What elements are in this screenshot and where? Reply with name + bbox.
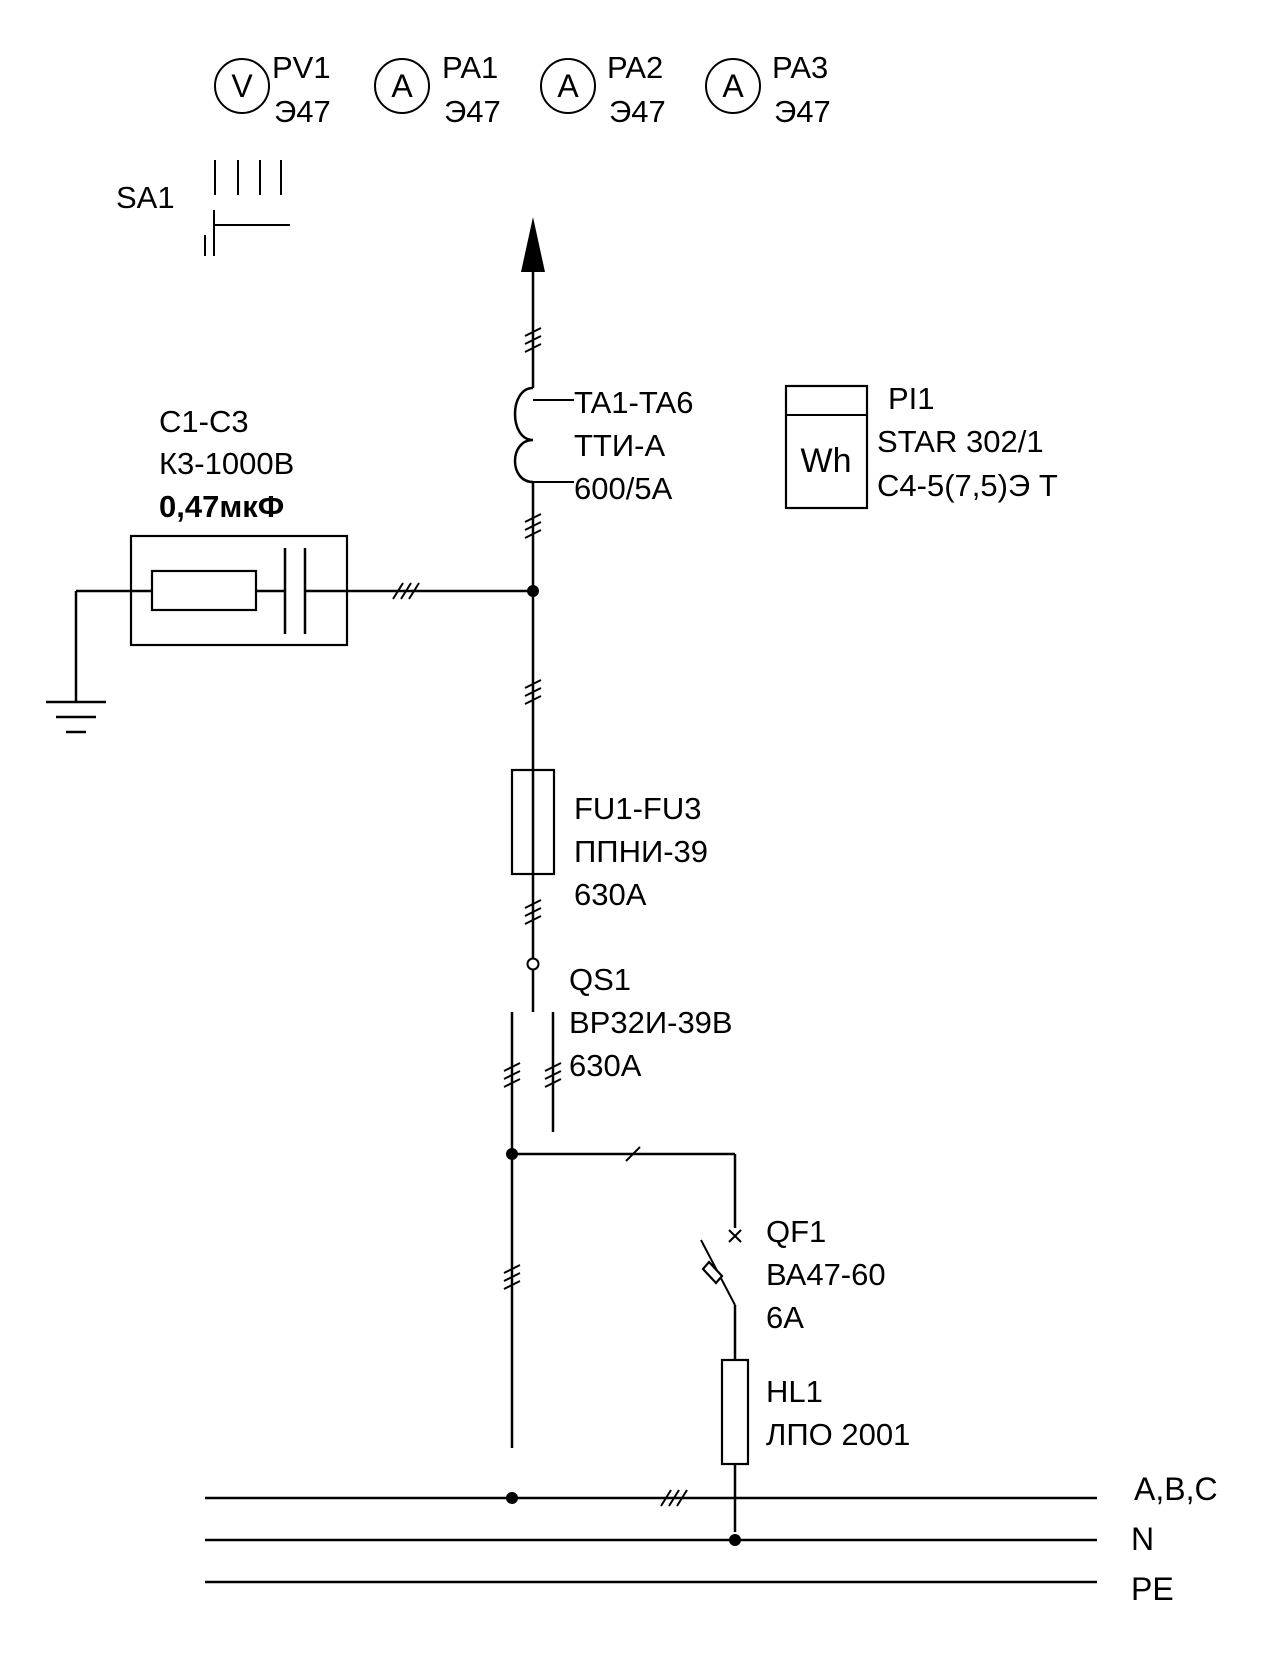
energy-meter-pi1: Wh PI1 STAR 302/1 С4-5(7,5)Э Т [784, 381, 1058, 510]
disconnector-type: ВР32И-39В [569, 1005, 733, 1040]
disconnector-contact-icon [526, 957, 540, 971]
voltmeter-icon [214, 58, 270, 114]
ammeter-type: Э47 [444, 94, 501, 129]
capacitor-type: К3-1000В [159, 446, 294, 481]
three-phase-marks [660, 1489, 688, 1507]
main-feeder [521, 217, 545, 958]
ammeter-type: Э47 [774, 94, 831, 129]
energy-meter-icon [784, 384, 869, 510]
indicator-branch [506, 1146, 737, 1228]
fuse-designation: FU1-FU3 [574, 791, 701, 826]
ammeter-icon [374, 58, 430, 114]
capacitor-value: 0,47мкФ [159, 489, 284, 524]
lamp-icon [720, 1358, 750, 1466]
disconnector-designation: QS1 [569, 962, 631, 997]
energy-meter-designation: PI1 [888, 381, 935, 416]
ammeter-designation: PA3 [772, 50, 828, 85]
feeder-arrow-icon [521, 217, 545, 272]
voltmeter-pv1: V PV1 Э47 [214, 50, 331, 129]
three-phase-marks [503, 1062, 562, 1290]
ammeter-symbol: A [722, 68, 744, 104]
disconnector-rating: 630А [569, 1048, 642, 1083]
three-phase-marks [392, 582, 420, 600]
ammeter-pa2: A PA2 Э47 [540, 50, 666, 129]
energy-meter-spec: С4-5(7,5)Э Т [877, 468, 1058, 503]
ct-type: ТТИ-А [574, 428, 665, 463]
ammeter-symbol: A [557, 68, 579, 104]
ammeter-designation: PA2 [607, 50, 663, 85]
three-phase-marks [524, 327, 542, 925]
energy-meter-symbol: Wh [801, 442, 852, 480]
breaker-rating: 6А [766, 1300, 804, 1335]
current-transformer-ta: TA1-TA6 ТТИ-А 600/5А [513, 385, 693, 506]
disconnector-qs1: QS1 ВР32И-39В 630А [503, 957, 733, 1448]
lamp-type: ЛПО 2001 [766, 1417, 910, 1452]
fuses-fu: FU1-FU3 ППНИ-39 630А [510, 768, 708, 912]
voltmeter-designation: PV1 [272, 50, 331, 85]
ammeter-symbol: A [391, 68, 413, 104]
ammeter-pa3: A PA3 Э47 [705, 50, 831, 129]
lamp-hl1: HL1 ЛПО 2001 [720, 1358, 910, 1532]
ct-designation: TA1-TA6 [574, 385, 693, 420]
selector-switch-icon [204, 160, 290, 256]
busbars: A,B,C N PE [205, 1471, 1218, 1607]
voltmeter-symbol: V [231, 68, 253, 104]
capacitor-designation: С1-С3 [159, 404, 249, 439]
neutral-bus-label: N [1131, 1521, 1154, 1557]
fuse-rating: 630А [574, 877, 647, 912]
pe-bus-label: PE [1131, 1571, 1174, 1607]
selector-switch-sa1: SA1 [116, 160, 290, 256]
ammeter-icon [540, 58, 596, 114]
ammeter-pa1: A PA1 Э47 [374, 50, 501, 129]
ammeter-icon [705, 58, 761, 114]
breaker-type: ВА47-60 [766, 1257, 886, 1292]
junction-dot [506, 1492, 518, 1504]
discharge-resistor-icon [150, 569, 258, 612]
current-transformer-icon [513, 386, 534, 484]
fuse-type: ППНИ-39 [574, 834, 708, 869]
ammeter-type: Э47 [609, 94, 666, 129]
switch-designation: SA1 [116, 180, 175, 215]
breaker-designation: QF1 [766, 1214, 826, 1249]
voltmeter-type: Э47 [274, 94, 331, 129]
circuit-breaker-qf1: QF1 ВА47-60 6А [700, 1214, 886, 1360]
phase-bus-label: A,B,C [1134, 1471, 1218, 1507]
breaker-icon [700, 1229, 742, 1306]
ct-rating: 600/5А [574, 471, 673, 506]
lamp-designation: HL1 [766, 1374, 823, 1409]
capacitor-bank: С1-С3 К3-1000В 0,47мкФ [46, 404, 533, 734]
ammeter-designation: PA1 [442, 50, 498, 85]
energy-meter-model: STAR 302/1 [877, 424, 1044, 459]
ground-icon [46, 700, 106, 734]
junction-dot [729, 1534, 741, 1546]
